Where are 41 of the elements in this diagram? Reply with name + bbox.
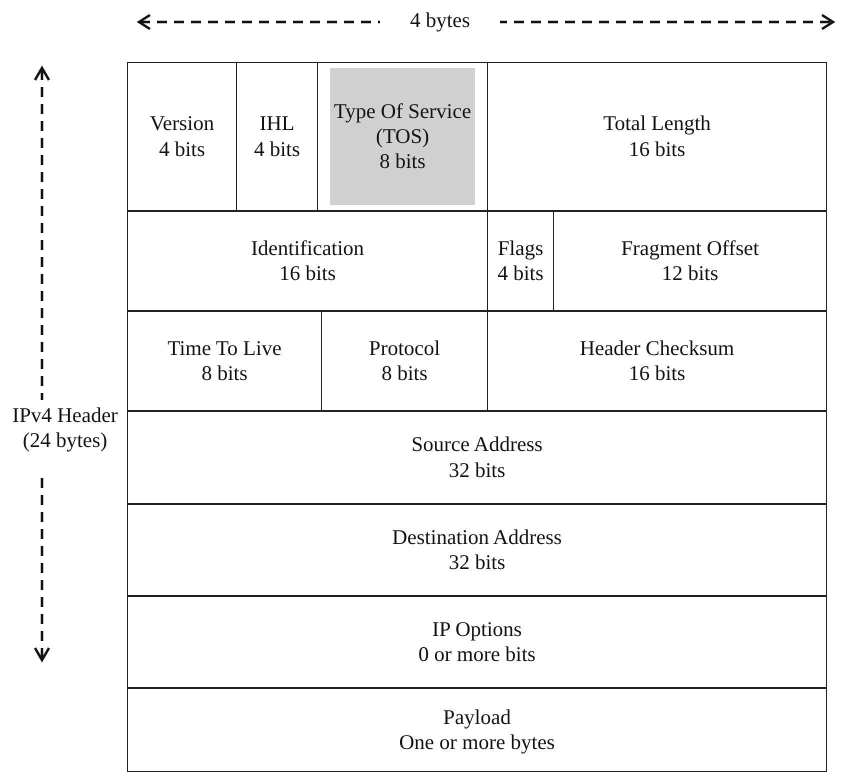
field-name: Time To Live <box>167 336 282 361</box>
field-name: Type Of Service (TOS) <box>332 98 472 150</box>
field-name: Total Length <box>603 111 711 136</box>
field-size: 0 or more bits <box>418 642 536 668</box>
field-size: 8 bits <box>379 149 426 174</box>
field-size: 32 bits <box>448 550 506 576</box>
header-field <box>553 211 827 311</box>
field-name: Destination Address <box>392 524 562 550</box>
header-field <box>127 311 322 411</box>
header-field <box>127 688 827 772</box>
field-size: One or more bytes <box>399 730 555 756</box>
field-size: 12 bits <box>662 261 718 286</box>
field-name: Source Address <box>411 432 543 458</box>
field-size: 32 bits <box>448 458 506 483</box>
header-field <box>127 596 827 688</box>
field-name: IHL <box>260 111 294 136</box>
field-size: 16 bits <box>279 261 336 286</box>
field-name: IP Options <box>432 616 522 642</box>
field-size: 4 bits <box>497 261 544 286</box>
field-size: 4 bits <box>158 136 206 162</box>
field-name: Flags <box>498 236 544 261</box>
field-name: Identification <box>250 236 364 261</box>
header-field <box>487 211 554 311</box>
field-name: Header Checksum <box>580 336 734 361</box>
header-field <box>321 311 488 411</box>
header-field <box>127 504 827 596</box>
field-size: 16 bits <box>628 361 686 386</box>
field-name: Protocol <box>368 336 440 361</box>
field-size: 4 bits <box>254 136 300 162</box>
header-field <box>127 211 488 311</box>
header-field <box>317 62 488 211</box>
header-field <box>127 411 827 504</box>
header-field <box>487 62 827 211</box>
field-name: Fragment Offset <box>621 236 759 261</box>
field-size: 8 bits <box>381 361 428 386</box>
field-name: Payload <box>443 704 511 730</box>
header-field <box>127 62 237 211</box>
header-field <box>487 311 827 411</box>
field-name: Version <box>150 111 214 136</box>
field-size: 8 bits <box>201 361 248 386</box>
field-size: 16 bits <box>628 136 686 162</box>
